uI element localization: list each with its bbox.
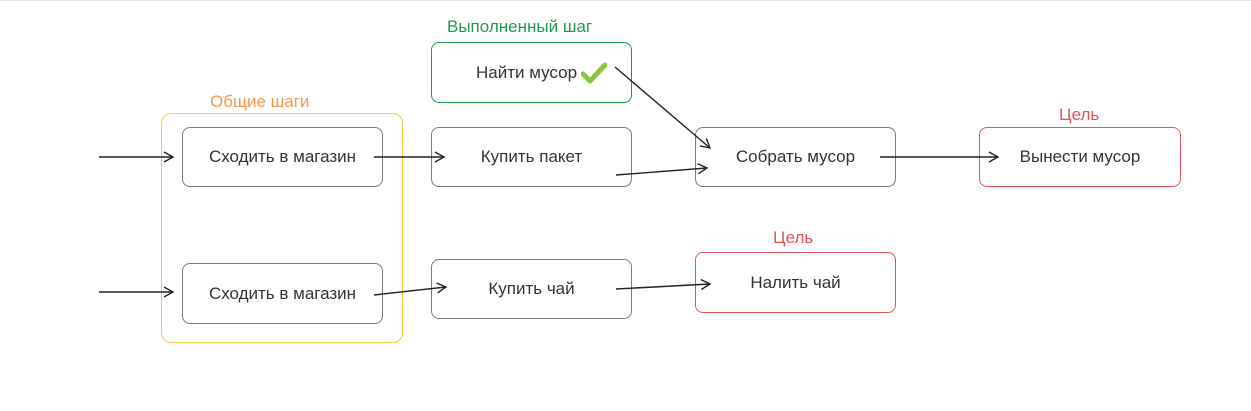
- node-label: Вынести мусор: [1019, 147, 1141, 166]
- node-label: Купить пакет: [480, 147, 583, 166]
- goal-label-tea: Цель: [773, 228, 814, 247]
- node-take-out-trash[interactable]: Вынести мусор: [979, 127, 1181, 187]
- goal-label-trash: Цель: [1059, 105, 1100, 124]
- node-label: Сходить в магазин: [208, 283, 357, 303]
- top-border: [0, 0, 1251, 1]
- common-steps-label: Общие шаги: [210, 92, 310, 111]
- node-buy-bag[interactable]: Купить пакет: [431, 127, 632, 187]
- node-buy-tea[interactable]: Купить чай: [431, 259, 632, 319]
- edge-buy-tea-to-pour-tea: [615, 278, 712, 291]
- node-collect-trash[interactable]: Собрать мусор: [695, 127, 896, 187]
- edge-shop-2-to-buy-tea: [373, 282, 448, 296]
- node-go-shop-1[interactable]: Сходить в магазин: [182, 127, 383, 187]
- edge-find-to-collect: [614, 66, 712, 149]
- node-label: Собрать мусор: [735, 147, 856, 166]
- node-pour-tea[interactable]: Налить чай: [695, 252, 896, 313]
- node-go-shop-2[interactable]: Сходить в магазин: [182, 263, 383, 324]
- node-label: Купить чай: [488, 279, 575, 298]
- common-steps-group: [161, 113, 403, 343]
- node-label: Налить чай: [750, 272, 841, 292]
- edge-buy-bag-to-collect: [615, 163, 709, 176]
- node-label: Сходить в магазин: [208, 147, 357, 166]
- done-step-label: Выполненный шаг: [447, 17, 593, 36]
- node-find-trash[interactable]: Найти мусор: [431, 42, 632, 103]
- check-icon: [581, 62, 608, 84]
- node-label: Найти мусор: [476, 62, 578, 82]
